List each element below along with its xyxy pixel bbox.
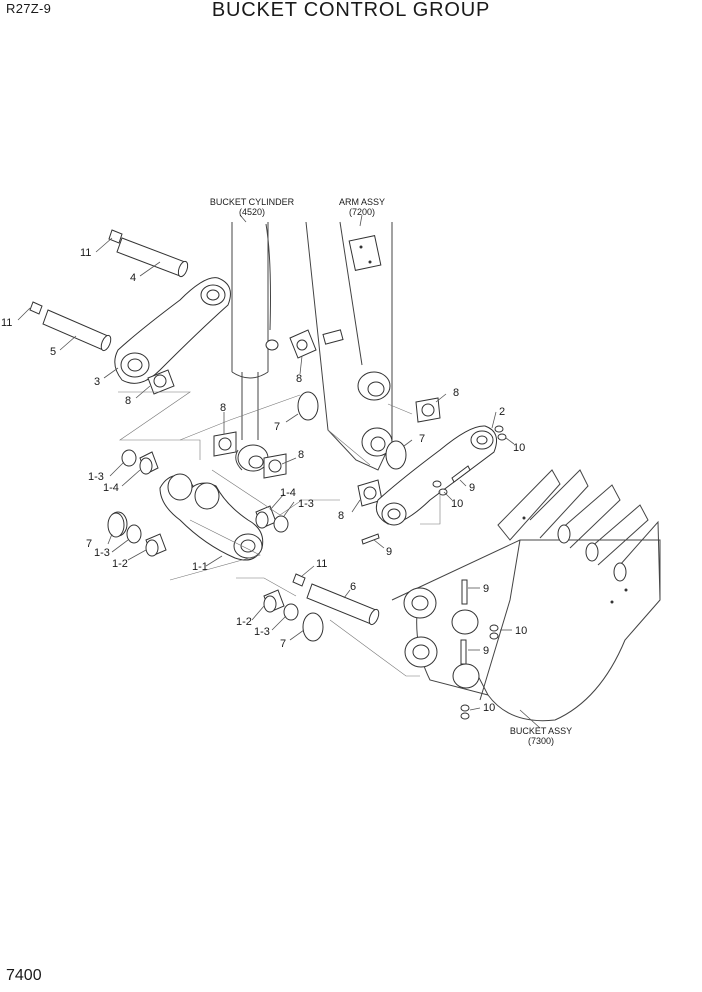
callout-1-2: 1-2: [112, 558, 128, 570]
link-1-1-drawing: [159, 473, 264, 561]
page-title: BUCKET CONTROL GROUP: [211, 0, 491, 21]
arm-assy-drawing: [305, 221, 393, 471]
callout-7: 7: [280, 638, 286, 650]
callout-8: 8: [296, 373, 302, 385]
callout-8: 8: [338, 510, 344, 522]
callout-6: 6: [350, 581, 356, 593]
callout-1-4: 1-4: [280, 487, 296, 499]
callout-1-3: 1-3: [94, 547, 110, 559]
callout-1-3: 1-3: [88, 471, 104, 483]
assembly-guide-lines: [118, 391, 441, 677]
bucket-assy-ref-name: BUCKET ASSY: [510, 726, 572, 736]
page-number: 7400: [6, 967, 42, 984]
callout-3: 3: [94, 376, 100, 388]
plates-8-drawing: [147, 329, 441, 507]
pin-6-drawing: [292, 573, 380, 626]
link-2-drawing: [375, 425, 497, 526]
part-callouts: 11 4 11 5 3 8 8 8 7 8 8 7 2 10 9 10 8 9 …: [1, 247, 527, 714]
callout-10: 10: [513, 442, 525, 454]
pins-4-5-drawing: [29, 229, 189, 352]
callout-9: 9: [483, 583, 489, 595]
callout-1-4: 1-4: [103, 482, 119, 494]
bucket-assy-drawing: [391, 469, 661, 722]
bolts-nuts-drawing: [361, 425, 507, 720]
callout-11: 11: [316, 558, 327, 570]
arm-assy-ref-code: (7200): [349, 207, 375, 217]
callout-8: 8: [220, 402, 226, 414]
callout-10: 10: [483, 702, 495, 714]
callout-11: 11: [1, 317, 12, 329]
callout-7: 7: [274, 421, 280, 433]
callout-9: 9: [483, 645, 489, 657]
callout-9: 9: [386, 546, 392, 558]
arm-assy-ref-name: ARM ASSY: [339, 197, 385, 207]
callout-8: 8: [453, 387, 459, 399]
callout-8: 8: [125, 395, 131, 407]
bucket-cylinder-ref-code: (4520): [239, 207, 265, 217]
leader-lines: [17, 214, 541, 729]
callout-2: 2: [499, 406, 505, 418]
callout-1-3: 1-3: [298, 498, 314, 510]
bushings-orings-drawing: [107, 391, 407, 642]
link-3-drawing: [114, 277, 231, 384]
callout-11: 11: [80, 247, 91, 259]
callout-10: 10: [515, 625, 527, 637]
callout-9: 9: [469, 482, 475, 494]
callout-7: 7: [419, 433, 425, 445]
callout-8: 8: [298, 449, 304, 461]
callout-4: 4: [130, 272, 136, 284]
callout-1-1: 1-1: [192, 561, 208, 573]
callout-5: 5: [50, 346, 56, 358]
bucket-cylinder-ref-name: BUCKET CYLINDER: [210, 197, 295, 207]
callout-7: 7: [86, 538, 92, 550]
callout-10: 10: [451, 498, 463, 510]
callout-1-2: 1-2: [236, 616, 252, 628]
callout-1-3: 1-3: [254, 626, 270, 638]
bucket-cylinder-drawing: [231, 222, 279, 472]
bucket-assy-ref-code: (7300): [528, 736, 554, 746]
model-code: R27Z-9: [6, 1, 52, 16]
